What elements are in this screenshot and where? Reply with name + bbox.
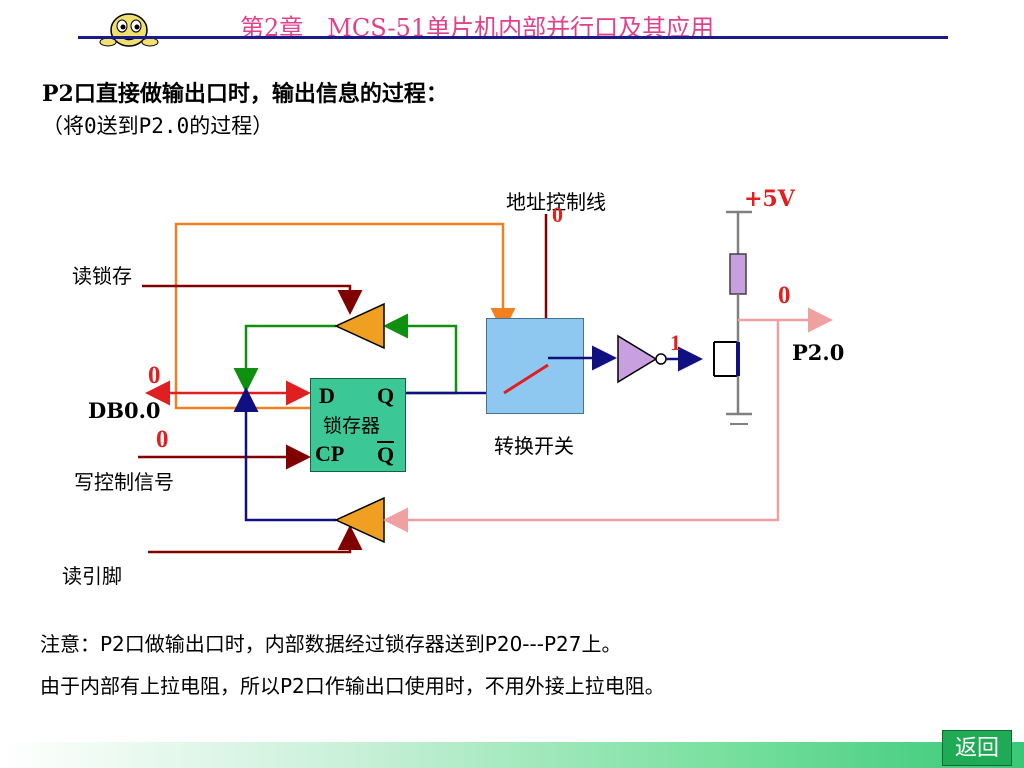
- latch-qbar-label: Q: [377, 441, 395, 467]
- pin-feedback-wire: [383, 320, 780, 533]
- latch-d-label: D: [319, 383, 335, 408]
- switch-label: 转换开关: [494, 434, 574, 458]
- addr-value: 0: [552, 202, 563, 227]
- vcc-label: +5V: [744, 186, 795, 212]
- latch-cp-label: CP: [315, 441, 345, 466]
- green-wire-b: [233, 324, 336, 393]
- note-line-1: 注意：P2口做输出口时，内部数据经过锁存器送到P20---P27上。: [40, 632, 622, 656]
- pin-label: P2.0: [792, 340, 845, 365]
- write-ctrl-label: 写控制信号: [74, 470, 174, 494]
- inverter-output-value: 1: [670, 330, 681, 355]
- addr-ctrl-label: 地址控制线: [506, 190, 606, 214]
- inverter: [617, 334, 658, 384]
- read-pin-buffer: [334, 496, 385, 544]
- latch-name-label: 锁存器: [323, 415, 381, 437]
- note-line-2: 由于内部有上拉电阻，所以P2口作输出口使用时，不用外接上拉电阻。: [40, 674, 665, 698]
- read-pin-wire: [148, 525, 363, 554]
- subheading: （将0送到P2.0的过程）: [42, 114, 274, 138]
- footer-bar: [0, 742, 1024, 768]
- return-button[interactable]: 返回: [942, 730, 1012, 766]
- write-value: 0: [156, 426, 169, 453]
- pin-value: 0: [778, 282, 791, 309]
- read-pin-navy: [233, 387, 336, 522]
- read-latch-buffer: [334, 302, 385, 350]
- title-rule: [78, 36, 948, 39]
- pullup-resistor: [729, 253, 747, 295]
- latch-q-label: Q: [377, 383, 395, 408]
- db-value: 0: [148, 362, 161, 389]
- heading: P2口直接做输出口时，输出信息的过程：: [42, 81, 448, 107]
- switch-box: [486, 318, 584, 414]
- orange-wire: [174, 222, 516, 410]
- latch-block: D Q 锁存器 CP Q: [310, 378, 406, 472]
- switch-blade: [503, 356, 584, 395]
- read-pin-label: 读引脚: [62, 564, 122, 588]
- read-latch-wire: [142, 284, 363, 315]
- read-latch-label: 读锁存: [72, 264, 132, 288]
- db-label: DB0.0: [88, 398, 161, 423]
